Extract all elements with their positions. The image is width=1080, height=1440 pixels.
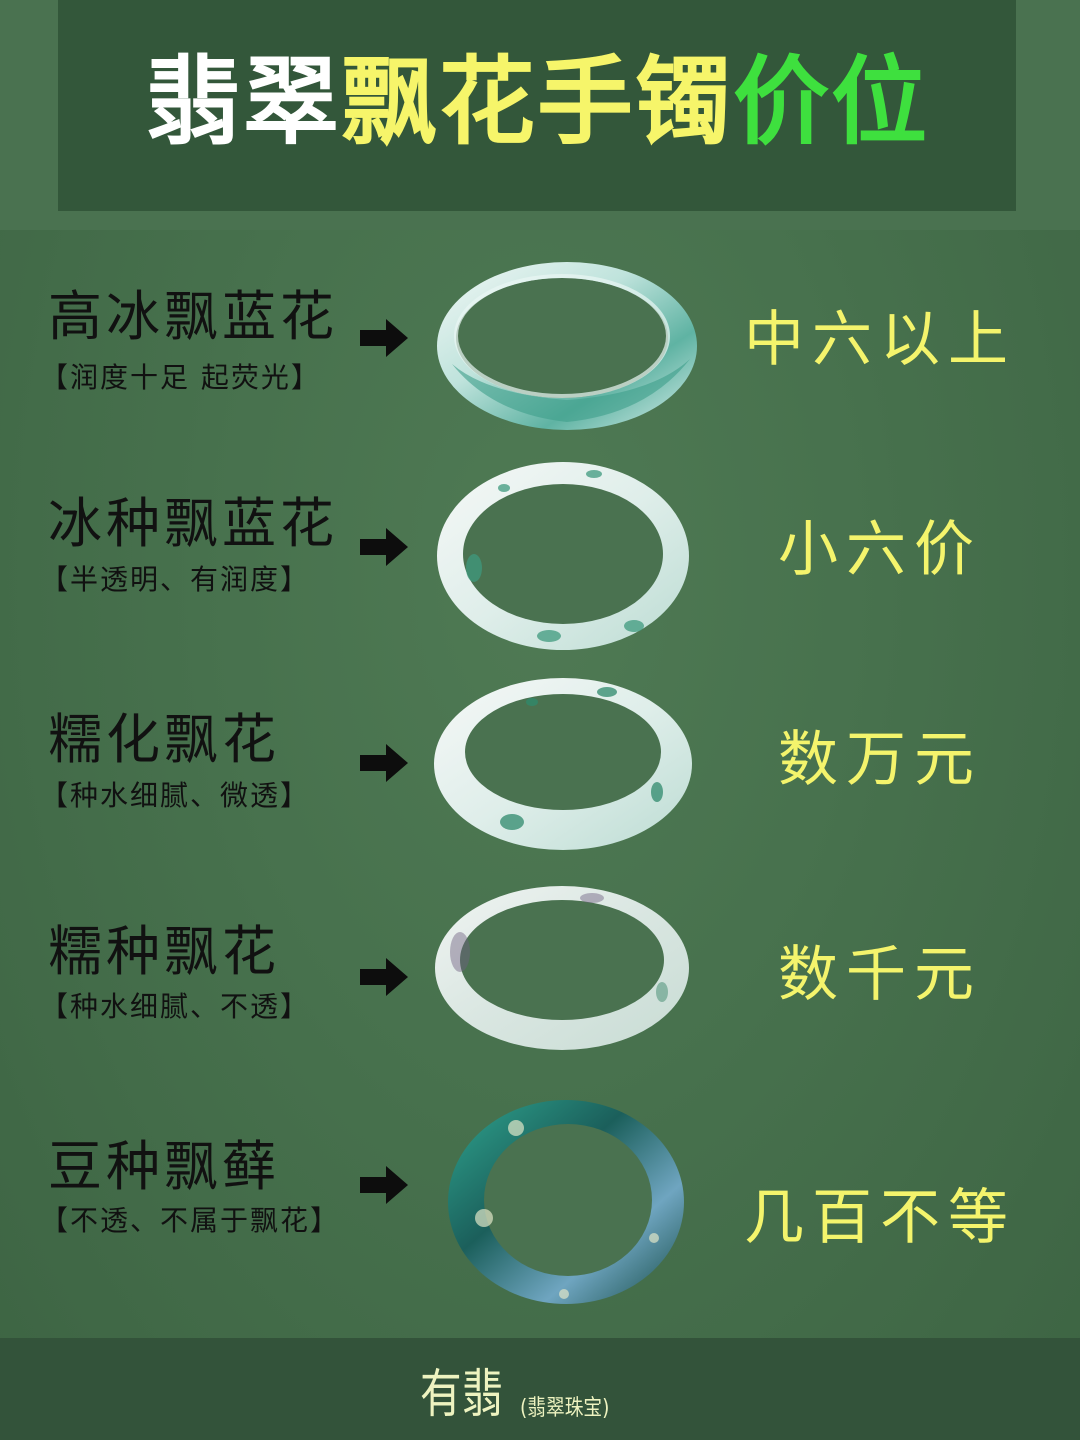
price-row-2: 冰种飘蓝花 【半透明、有润度】 小六价 bbox=[0, 0, 1080, 650]
price-row-3: 糯化飘花 【种水细腻、微透】 数万元 bbox=[0, 0, 1080, 850]
glutinous-type-bangle-image bbox=[435, 886, 689, 1050]
jade-type-name: 糯化飘花 bbox=[48, 708, 280, 771]
arrow-right-icon bbox=[360, 1166, 408, 1204]
brand-name: 有翡 bbox=[420, 1365, 504, 1425]
jade-type-description: 【半透明、有润度】 bbox=[40, 563, 311, 596]
page-title: 翡翠飘花手镯价位 bbox=[145, 53, 929, 150]
price-label: 数万元 bbox=[778, 725, 982, 795]
high-ice-blue-flower-bangle-image bbox=[437, 262, 697, 430]
title-part-floating-flower-bangle: 飘花手镯 bbox=[341, 44, 733, 158]
jade-type-description: 【种水细腻、微透】 bbox=[40, 779, 311, 812]
jade-type-description: 【种水细腻、不透】 bbox=[40, 990, 311, 1023]
brand-subtitle: (翡翠珠宝) bbox=[520, 1396, 610, 1421]
arrow-right-icon bbox=[360, 744, 408, 782]
jade-type-name: 豆种飘藓 bbox=[48, 1135, 280, 1198]
price-row-1: 高冰飘蓝花 【润度十足 起荧光】 中六以上 bbox=[0, 0, 1080, 430]
ice-blue-flower-bangle-image bbox=[437, 462, 689, 650]
price-label: 几百不等 bbox=[744, 1183, 1016, 1253]
jade-type-description: 【不透、不属于飘花】 bbox=[40, 1204, 341, 1237]
price-label: 中六以上 bbox=[744, 305, 1016, 375]
jade-type-name: 糯种飘花 bbox=[48, 920, 280, 983]
jade-type-name: 高冰飘蓝花 bbox=[48, 285, 338, 348]
arrow-right-icon bbox=[360, 958, 408, 996]
title-part-price: 价位 bbox=[733, 44, 929, 158]
title-part-jade: 翡翠 bbox=[145, 44, 341, 158]
jade-type-description: 【润度十足 起荧光】 bbox=[40, 361, 321, 394]
price-label: 数千元 bbox=[778, 940, 982, 1010]
price-label: 小六价 bbox=[778, 515, 982, 585]
footer-bar bbox=[0, 1338, 1080, 1440]
bean-moss-bangle-image bbox=[448, 1100, 684, 1304]
glutinous-flower-bangle-image bbox=[434, 678, 692, 850]
price-row-5: 豆种飘藓 【不透、不属于飘花】 几百不等 bbox=[0, 0, 1080, 1304]
arrow-right-icon bbox=[360, 319, 408, 357]
arrow-right-icon bbox=[360, 528, 408, 566]
jade-type-name: 冰种飘蓝花 bbox=[48, 492, 338, 555]
price-row-4: 糯种飘花 【种水细腻、不透】 数千元 bbox=[0, 0, 1080, 1050]
title-banner: 翡翠飘花手镯价位 bbox=[58, 0, 1016, 211]
